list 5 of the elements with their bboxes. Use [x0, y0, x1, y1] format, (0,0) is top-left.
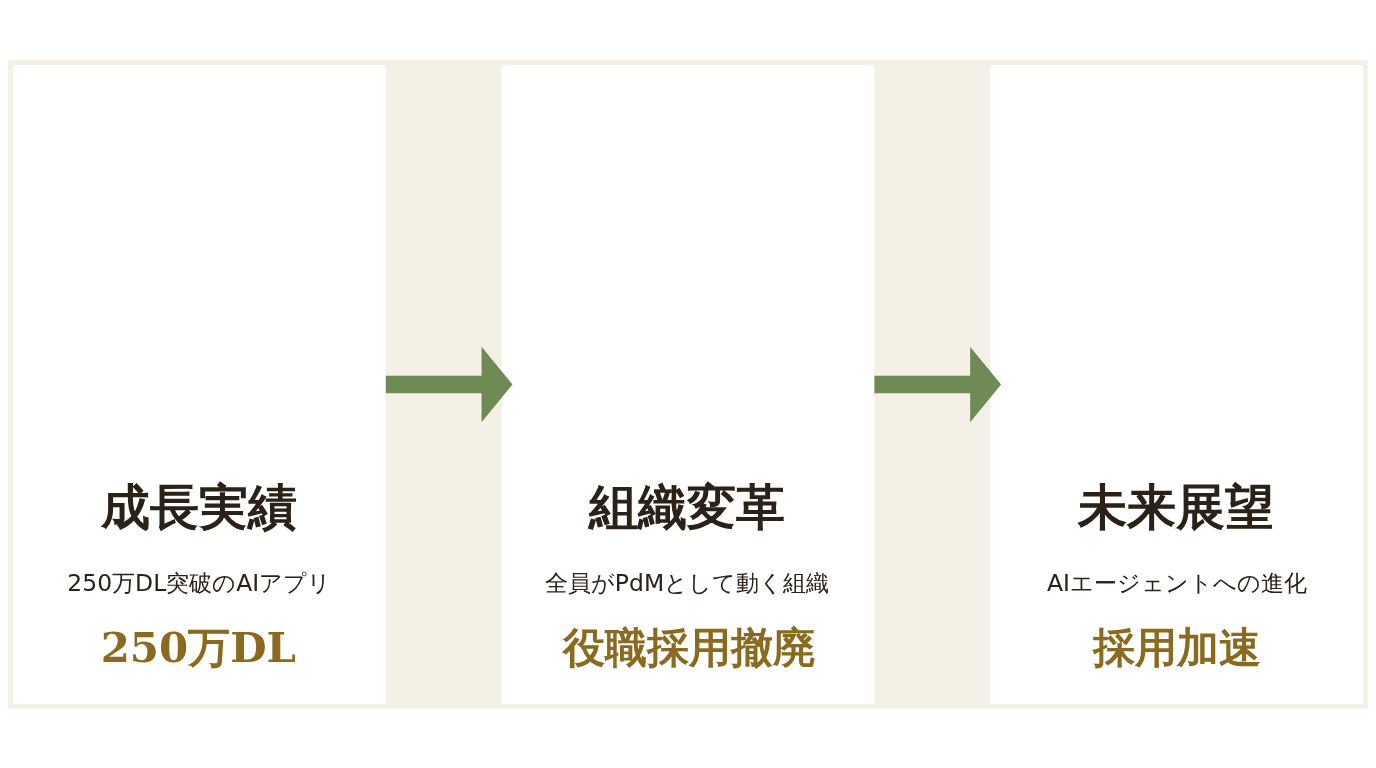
node-box: 未来展望 AIエージェントへの進化 採用加速 — [990, 64, 1363, 704]
node-box: 組織変革 全員がPdMとして動く組織 役職採用撤廃 — [501, 64, 875, 704]
node-box: 成長実績 250万DL突破のAIアプリ 250万DL — [13, 64, 386, 704]
arrow — [874, 346, 1002, 422]
arrow — [385, 346, 513, 422]
